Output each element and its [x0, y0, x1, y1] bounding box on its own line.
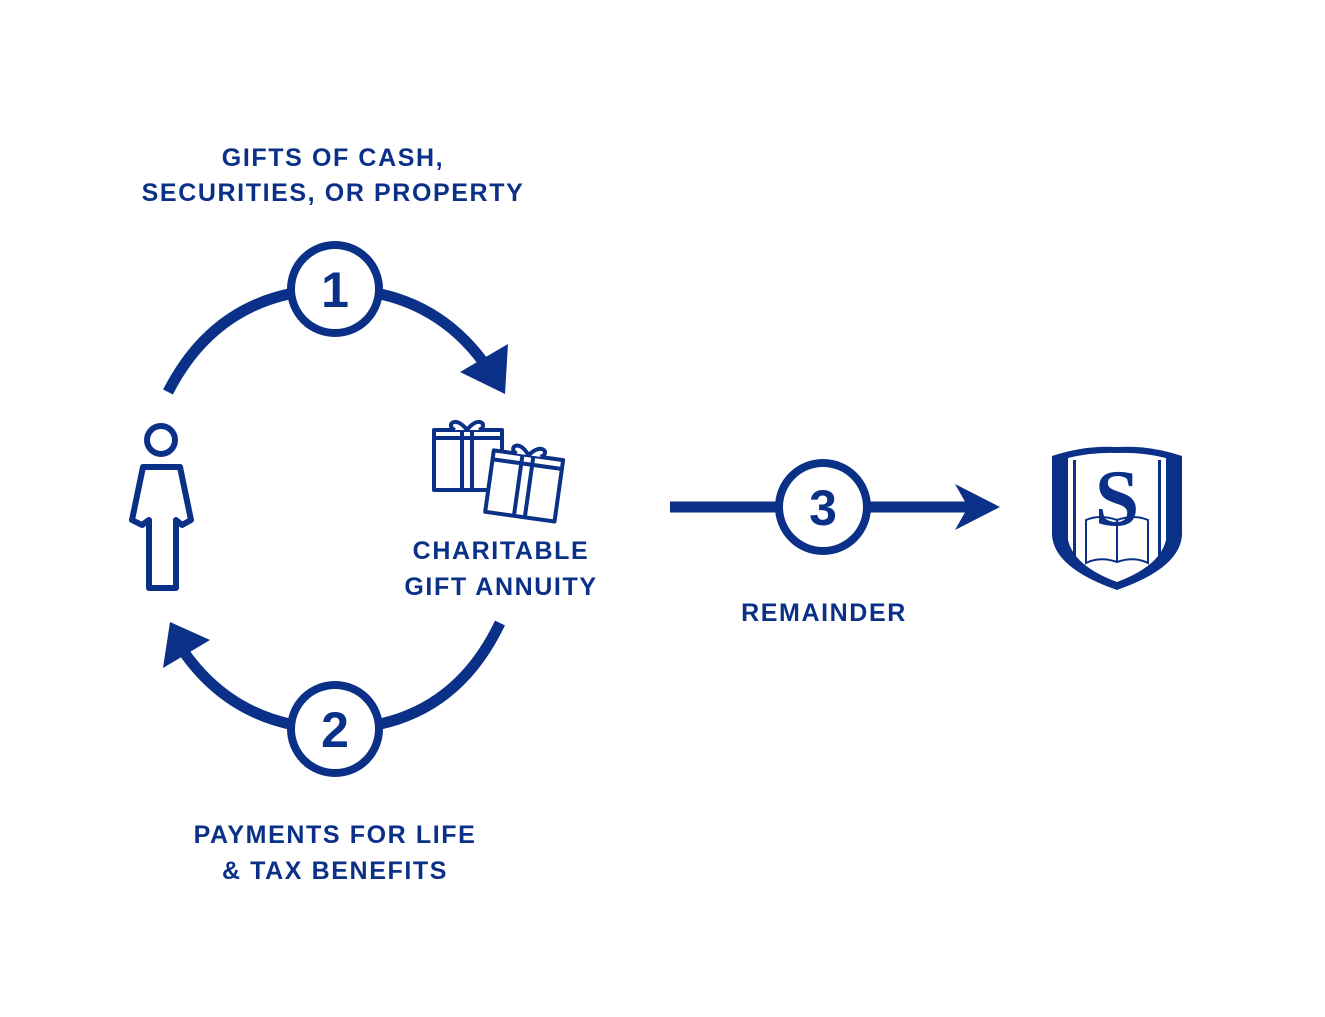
center-label-line-2: GIFT ANNUITY [404, 573, 597, 601]
svg-text:3: 3 [809, 480, 837, 536]
step-1-label-line-1: GIFTS OF CASH, [222, 144, 444, 172]
step-3-label: REMAINDER [741, 599, 907, 627]
arrowhead-2 [163, 622, 210, 668]
center-label-line-1: CHARITABLE [413, 537, 590, 565]
institution-shield-logo: S [1052, 446, 1182, 590]
step-2-badge: 2 [287, 681, 383, 777]
step-2-label-line-2: & TAX BENEFITS [222, 857, 448, 885]
step-1-badge: 1 [287, 241, 383, 337]
step-3-badge: 3 [775, 459, 871, 555]
person-icon [129, 423, 194, 591]
arrowhead-1 [460, 344, 508, 394]
step-1-label-line-2: SECURITIES, OR PROPERTY [142, 179, 525, 207]
svg-text:2: 2 [321, 702, 349, 758]
gift-boxes-icon [432, 419, 566, 524]
arrowhead-3 [955, 484, 1000, 530]
step-2-label-line-1: PAYMENTS FOR LIFE [194, 821, 477, 849]
svg-text:1: 1 [321, 262, 349, 318]
